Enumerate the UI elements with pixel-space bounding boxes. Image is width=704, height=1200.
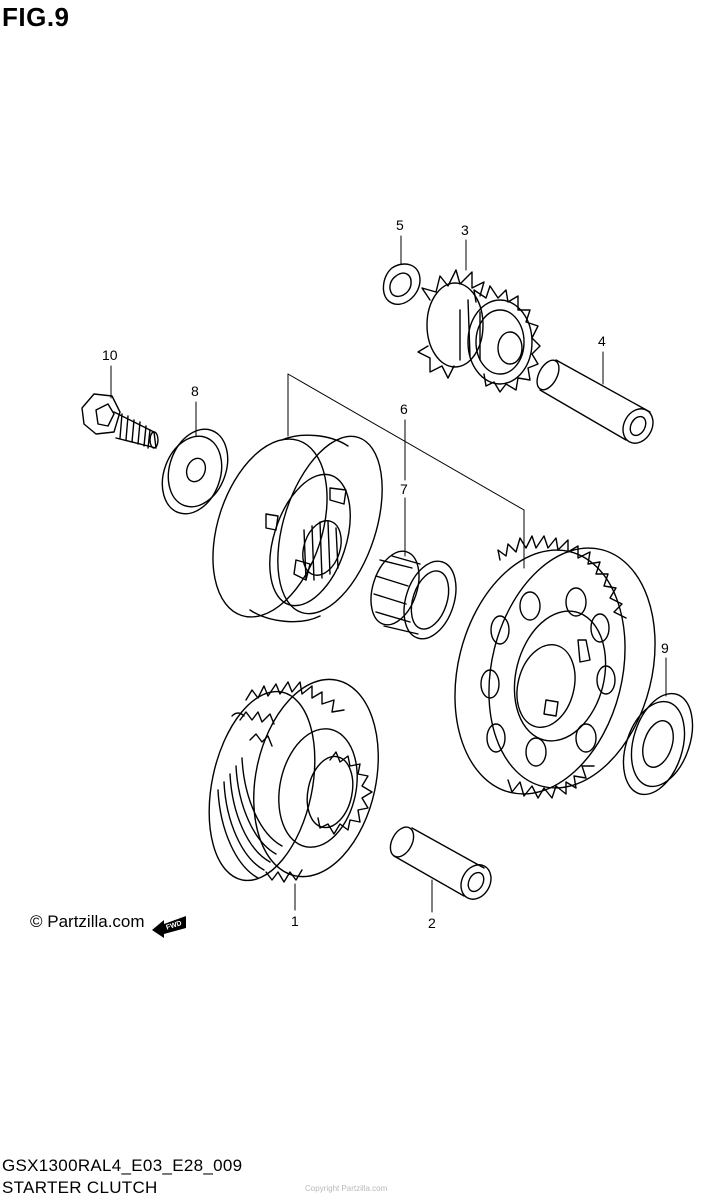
callout-8: 8: [191, 383, 199, 399]
part-1-clutch-gear-assembly: [208, 678, 379, 883]
figure-code: GSX1300RAL4_E03_E28_009: [2, 1156, 243, 1175]
part-6-clutch-housing: [212, 434, 383, 623]
part-5-circlip: [382, 263, 421, 305]
callout-2: 2: [428, 915, 436, 931]
callout-7: 7: [400, 481, 408, 497]
part-7-needle-bearing: [370, 550, 457, 640]
callout-5: 5: [396, 217, 404, 233]
fwd-arrow-icon: FWD: [152, 916, 186, 938]
part-8-washer: [161, 428, 229, 515]
callout-3: 3: [461, 222, 469, 238]
part-4-shaft: [536, 359, 654, 444]
callout-4: 4: [598, 333, 606, 349]
copyright-watermark: © Partzilla.com: [30, 912, 145, 931]
callout-6: 6: [400, 401, 408, 417]
callout-labels: 5 3 4 10 8 6 7 9 1 2: [102, 217, 669, 931]
part-3-idle-gear: [417, 269, 541, 393]
figure-caption: STARTER CLUTCH: [2, 1178, 158, 1197]
part-2-shaft: [389, 826, 492, 900]
callout-leaders: [110, 235, 667, 913]
faint-copyright: Copyright Partzilla.com: [305, 1184, 388, 1193]
callout-1: 1: [291, 913, 299, 929]
figure-title: FIG.9: [2, 2, 70, 32]
starter-driven-gear: [454, 535, 656, 799]
callout-9: 9: [661, 640, 669, 656]
part-10-bolt: [81, 393, 159, 449]
fwd-label: FWD: [165, 920, 182, 932]
part-9-washer: [622, 692, 694, 796]
callout-10: 10: [102, 347, 118, 363]
